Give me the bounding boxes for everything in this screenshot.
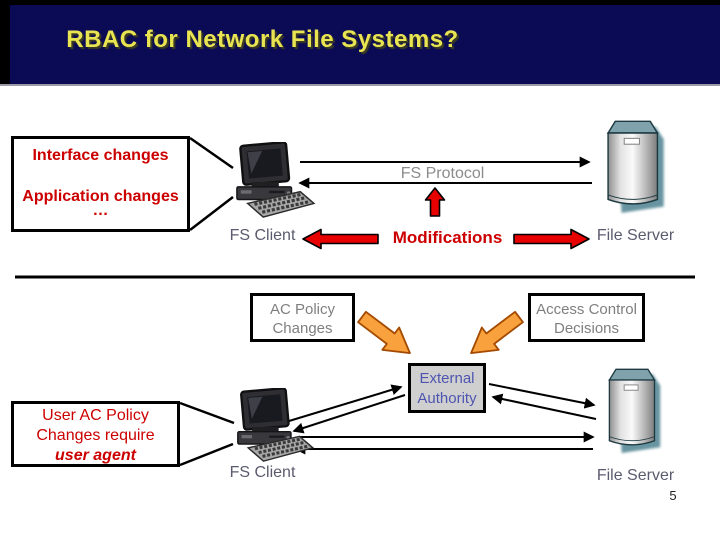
slide-header: RBAC for Network File Systems?	[0, 0, 720, 86]
external-authority-arrows	[288, 383, 597, 434]
file-server-label: File Server	[596, 467, 675, 484]
callout-wedge-top	[189, 136, 234, 231]
box-line: External	[419, 370, 475, 387]
orange-arrows	[357, 310, 524, 355]
box-line: Decisions	[553, 320, 620, 337]
red-left-arrow	[302, 228, 379, 250]
desktop-computer-icon	[235, 142, 316, 219]
box-line: AC Policy	[269, 301, 336, 318]
slide-title: RBAC for Network File Systems?	[66, 26, 459, 53]
box-line: Access Control	[536, 301, 637, 318]
client-server-arrows	[294, 431, 595, 455]
callout-line: Changes require	[36, 427, 155, 444]
header-underline	[0, 84, 720, 86]
access-control-decisions-box: Access Control Decisions	[528, 293, 645, 342]
user-agent-emphasis: user agent	[55, 447, 136, 464]
page-number: 5	[669, 488, 677, 503]
file-server-label: File Server	[596, 227, 675, 244]
external-authority-box: External Authority	[408, 363, 486, 413]
fs-client-label: FS Client	[229, 227, 296, 244]
callout-line: …	[92, 202, 109, 219]
box-line: Authority	[417, 390, 477, 407]
orange-arrow-right	[470, 310, 524, 355]
fs-client-label: FS Client	[229, 464, 296, 481]
callout-line: Interface changes	[32, 147, 169, 164]
callout-wedge-bottom	[179, 401, 235, 467]
desktop-computer-icon	[236, 388, 315, 463]
fs-protocol-arrows	[298, 156, 592, 189]
user-agent-callout-box: User AC Policy Changes require user agen…	[11, 401, 180, 467]
fs-protocol-label: FS Protocol	[400, 165, 485, 182]
top-border	[0, 0, 720, 5]
server-tower-icon	[609, 369, 660, 453]
left-border	[0, 0, 10, 86]
callout-line: User AC Policy	[42, 407, 149, 424]
callout-line: Application changes	[22, 188, 179, 205]
changes-callout-box: Interface changes Application changes …	[11, 136, 190, 232]
red-right-arrow	[513, 228, 590, 250]
red-up-arrow	[424, 187, 446, 217]
server-tower-icon	[608, 121, 664, 213]
box-line: Changes	[272, 320, 333, 337]
modifications-label: Modifications	[392, 228, 503, 247]
ac-policy-changes-box: AC Policy Changes	[250, 293, 355, 342]
modifications-arrows	[302, 187, 590, 250]
orange-arrow-left	[357, 310, 411, 355]
